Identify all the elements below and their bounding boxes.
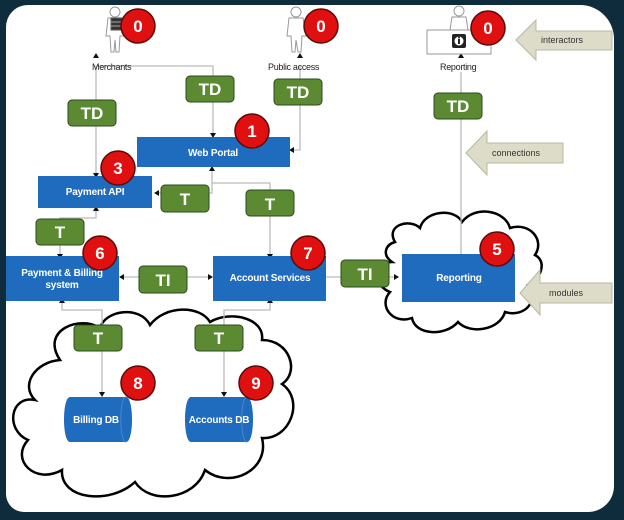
component-label: Reporting bbox=[436, 273, 482, 284]
badge-number: 5 bbox=[492, 240, 501, 259]
database-label: Billing DB bbox=[73, 415, 119, 426]
tag-billing-db[interactable]: T bbox=[73, 324, 123, 352]
badge-number: 0 bbox=[483, 19, 492, 38]
component-label-line1: Payment & Billing bbox=[21, 268, 103, 279]
cloud-databases bbox=[12, 308, 295, 498]
badge-accounts-db: 9 bbox=[238, 365, 274, 401]
tag-billing-account-services[interactable]: TI bbox=[138, 265, 188, 294]
badge-account-services: 7 bbox=[290, 235, 326, 271]
tag-label: T bbox=[265, 195, 276, 214]
tag-reporting-actor[interactable]: TD bbox=[433, 92, 483, 120]
actor-label-reporting: Reporting bbox=[440, 62, 477, 72]
badge-web-portal: 1 bbox=[234, 113, 270, 149]
tag-public-web-portal[interactable]: TD bbox=[273, 78, 323, 106]
badge-number: 7 bbox=[303, 244, 312, 263]
database-accounts-db[interactable]: Accounts DB bbox=[185, 396, 253, 443]
tag-web-portal-payment-api[interactable]: T bbox=[160, 184, 210, 213]
component-payment-billing[interactable]: Payment & Billing system bbox=[6, 256, 119, 301]
callout-connections: connections bbox=[465, 129, 564, 177]
database-billing-db[interactable]: Billing DB bbox=[64, 396, 132, 443]
component-label: Account Services bbox=[230, 273, 311, 284]
tag-label: T bbox=[180, 190, 191, 209]
tag-label: T bbox=[214, 329, 225, 348]
badge-number: 3 bbox=[113, 159, 122, 178]
component-label: Web Portal bbox=[188, 148, 238, 159]
tag-label: T bbox=[55, 223, 66, 242]
tag-payment-api-billing[interactable]: T bbox=[35, 218, 85, 246]
badge-number: 0 bbox=[133, 17, 142, 36]
tag-web-portal-account-services[interactable]: T bbox=[245, 189, 295, 217]
callout-label: connections bbox=[492, 148, 541, 158]
tag-label: TD bbox=[447, 97, 470, 116]
badge-payment-api: 3 bbox=[100, 150, 136, 186]
badge-number: 6 bbox=[95, 244, 104, 263]
actor-label-merchants: Merchants bbox=[92, 62, 132, 72]
badge-reporting: 5 bbox=[479, 231, 515, 267]
tag-merchants-web-portal[interactable]: TD bbox=[185, 75, 235, 103]
badge-public-access: 0 bbox=[303, 8, 339, 44]
badge-reporting-actor: 0 bbox=[470, 10, 506, 46]
badge-payment-billing: 6 bbox=[82, 235, 118, 271]
tag-label: TD bbox=[81, 104, 104, 123]
badge-number: 9 bbox=[251, 374, 260, 393]
badge-billing-db: 8 bbox=[120, 365, 156, 401]
architecture-diagram: Merchants Public access Reporting Web Po… bbox=[6, 5, 613, 498]
component-label-line2: system bbox=[45, 280, 79, 291]
component-payment-api[interactable]: Payment API bbox=[38, 176, 152, 208]
component-label: Payment API bbox=[66, 187, 125, 198]
tag-accounts-db[interactable]: T bbox=[194, 324, 244, 352]
actor-label-public-access: Public access bbox=[268, 62, 320, 72]
diagram-canvas: Merchants Public access Reporting Web Po… bbox=[6, 5, 614, 512]
actor-public-access[interactable]: Public access bbox=[268, 6, 320, 72]
tag-account-services-reporting[interactable]: TI bbox=[340, 259, 390, 288]
component-web-portal[interactable]: Web Portal bbox=[137, 137, 290, 167]
database-label: Accounts DB bbox=[189, 415, 250, 426]
badge-merchants: 0 bbox=[120, 8, 156, 44]
tag-label: TI bbox=[357, 265, 372, 284]
tag-label: TD bbox=[199, 80, 222, 99]
callout-label: interactors bbox=[541, 35, 584, 45]
tag-label: T bbox=[93, 329, 104, 348]
tag-merchants-payment-api[interactable]: TD bbox=[67, 99, 117, 127]
badge-number: 8 bbox=[133, 374, 142, 393]
callout-label: modules bbox=[549, 288, 584, 298]
callout-modules: modules bbox=[519, 268, 613, 317]
person-icon bbox=[286, 6, 307, 53]
tag-label: TD bbox=[287, 83, 310, 102]
badge-number: 0 bbox=[316, 17, 325, 36]
callout-interactors: interactors bbox=[515, 18, 613, 62]
badge-number: 1 bbox=[247, 122, 256, 141]
tag-label: TI bbox=[155, 271, 170, 290]
